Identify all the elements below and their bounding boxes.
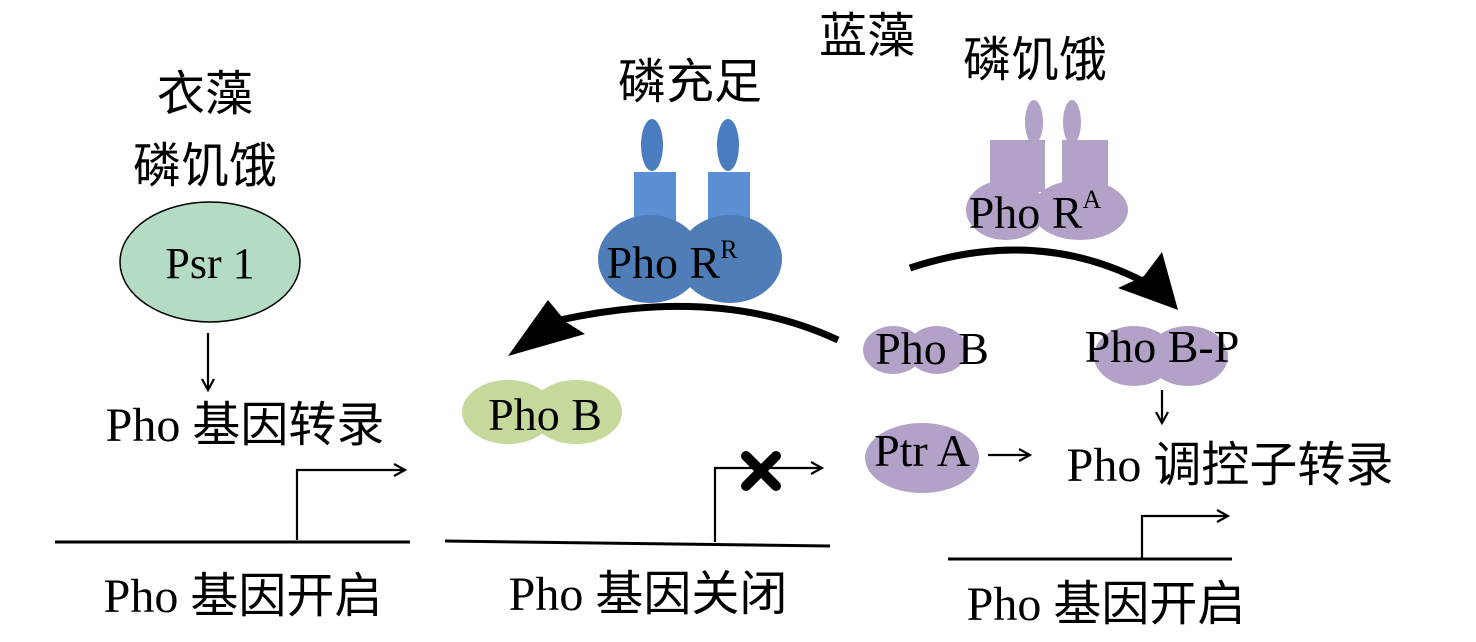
regulator-transcription-label: Pho 调控子转录 <box>1067 439 1394 492</box>
middle-gene-state-label: Pho 基因关闭 <box>509 568 788 621</box>
ptrA-label: Ptr A <box>874 425 970 476</box>
right-promoter-arrow-icon <box>1140 516 1228 558</box>
blocked-promoter-arrow-icon <box>713 468 822 542</box>
left-gene-state-label: Pho 基因开启 <box>104 570 383 623</box>
dephosphorylation-arrow <box>508 300 840 356</box>
left-transcription-label: Pho 基因转录 <box>106 399 385 452</box>
psr1-label: Psr 1 <box>165 239 254 288</box>
right-condition-label: 磷饥饿 <box>963 34 1107 87</box>
phoR-R-receptor <box>598 119 782 303</box>
promoter-arrow-icon <box>295 470 405 540</box>
cross-icon <box>741 451 781 491</box>
left-condition-label: 磷饥饿 <box>133 140 277 193</box>
phoB-P-label: Pho B-P <box>1085 321 1240 372</box>
phoB-lavender-protein <box>863 326 967 374</box>
right-gene-state-label: Pho 基因开启 <box>967 578 1246 631</box>
psr1-ellipse <box>119 201 301 323</box>
phoR-A-receptor <box>966 100 1128 240</box>
phoB-green-protein <box>462 380 622 444</box>
phoB-lavender-label: Pho B <box>875 323 989 374</box>
phoB-P-protein <box>1094 326 1228 386</box>
middle-condition-label: 磷充足 <box>618 56 762 109</box>
phoR-R-label: Pho RR <box>606 235 738 288</box>
left-organism-label: 衣藻 <box>157 68 253 121</box>
phosphorylation-arrow <box>908 246 1178 310</box>
right-organism-label: 蓝藻 <box>819 10 915 63</box>
ptrA-ellipse <box>865 423 979 493</box>
phoR-A-label: Pho RA <box>969 185 1102 238</box>
phoB-green-label: Pho B <box>488 389 602 440</box>
middle-gene-line <box>444 539 831 548</box>
